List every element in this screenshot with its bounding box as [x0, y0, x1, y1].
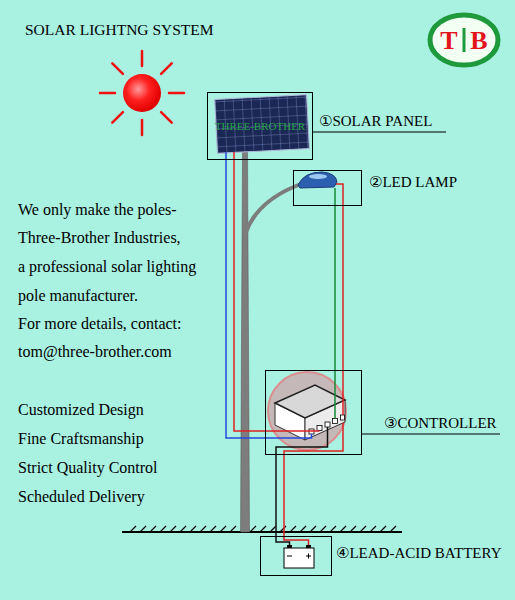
wire — [234, 160, 265, 431]
sun-ray — [141, 51, 144, 66]
part-box: ③CONTROLLER — [265, 370, 362, 455]
terminal — [317, 426, 322, 431]
leader-line — [362, 434, 500, 435]
lamp-head — [309, 174, 327, 179]
battery-art — [287, 545, 292, 548]
battery-art — [284, 536, 309, 545]
battery-art — [306, 545, 311, 548]
pole — [241, 148, 302, 532]
lamp-head — [298, 172, 337, 188]
part-box: ④LEAD-ACID BATTERY — [260, 536, 332, 576]
logo-letter: T — [440, 25, 457, 56]
sun-ray — [100, 51, 184, 135]
sun-ray — [112, 63, 123, 74]
wire-pair — [276, 455, 284, 536]
logo-letter: B — [470, 25, 487, 56]
lamp-head — [298, 172, 337, 188]
sun-ray — [169, 92, 184, 95]
part-box: ②LED LAMP — [293, 170, 362, 206]
controller-leads — [265, 370, 343, 455]
controller-leads — [342, 370, 344, 415]
battery-art — [284, 548, 314, 568]
feature-line: Customized Design — [18, 400, 144, 419]
sun-ray — [141, 120, 144, 135]
sun-ray — [161, 112, 172, 123]
controller-leads — [284, 423, 343, 455]
logo — [430, 15, 498, 65]
wire — [283, 455, 285, 536]
logo — [430, 15, 498, 65]
leader-line — [313, 132, 500, 434]
feature-line: Strict Quality Control — [18, 458, 158, 477]
note-line: pole manufacturer. — [18, 286, 138, 305]
feature-line: Fine Craftsmanship — [18, 429, 144, 448]
wire — [334, 206, 336, 370]
solar-panel-art — [215, 95, 310, 154]
battery-art — [276, 536, 314, 568]
part-label: ③CONTROLLER — [384, 414, 497, 432]
panel-brand: THREE-BROTHER — [215, 120, 305, 133]
terminal — [325, 422, 330, 427]
controller-leads — [265, 430, 320, 432]
pole — [241, 148, 250, 532]
ground-line — [130, 526, 396, 532]
terminal — [341, 415, 345, 420]
sun-ray — [161, 63, 172, 74]
sun-ray — [112, 112, 123, 123]
leader-line — [313, 132, 446, 133]
lamp-leads — [334, 188, 336, 206]
wire-pair — [335, 206, 343, 370]
part-box: THREE-BROTHER①SOLAR PANEL — [207, 92, 313, 160]
note-line: Three-Brother Industries, — [18, 228, 181, 247]
sun — [123, 74, 161, 112]
note-line: We only make the poles- — [18, 200, 177, 219]
panel-leads — [225, 152, 227, 160]
note-line: a professional solar lighting — [18, 257, 196, 276]
sun-ray — [100, 92, 115, 95]
controller-leads — [334, 370, 336, 419]
wire — [226, 160, 265, 438]
sun — [100, 51, 184, 135]
lamp-leads — [336, 184, 343, 206]
note-line: For more details, contact: — [18, 314, 182, 333]
part-label: ②LED LAMP — [369, 173, 457, 191]
wire — [275, 455, 277, 536]
controller-leads — [265, 434, 312, 438]
panel-leads — [226, 152, 234, 160]
terminal — [333, 419, 338, 424]
panel-leads — [233, 152, 235, 160]
lamp-leads — [335, 184, 343, 206]
wire — [342, 206, 344, 370]
part-label: ①SOLAR PANEL — [319, 112, 432, 130]
logo — [463, 28, 466, 52]
ground-line — [122, 526, 402, 532]
contact-email: tom@three-brother.com — [18, 342, 172, 361]
diagram-title: SOLAR LIGHTNG SYSTEM — [25, 21, 214, 40]
part-label: ④LEAD-ACID BATTERY — [336, 544, 502, 562]
wire-pair — [226, 160, 265, 438]
solar-panel-art — [215, 95, 310, 154]
feature-line: Scheduled Delivery — [18, 487, 145, 506]
battery-art — [287, 554, 311, 559]
